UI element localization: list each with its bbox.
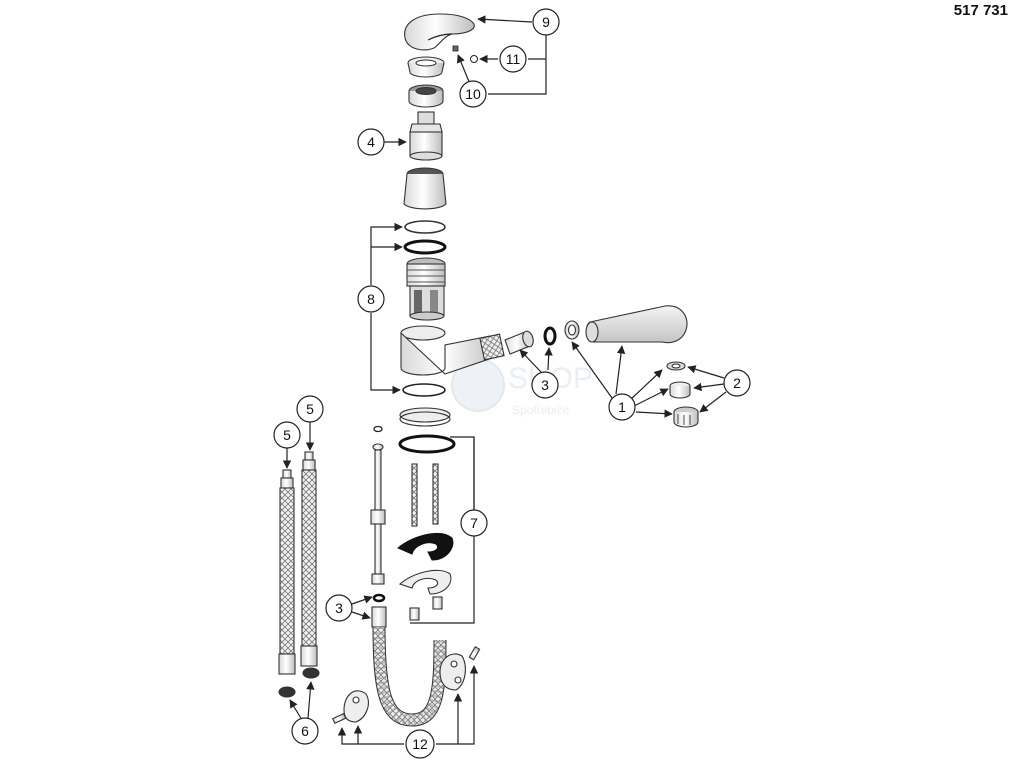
svg-text:6: 6 [301, 723, 309, 739]
handle-cap [470, 55, 478, 63]
svg-text:4: 4 [367, 134, 375, 150]
threaded-nut [408, 84, 444, 108]
svg-text:11: 11 [506, 51, 521, 67]
supply-hose-left [278, 469, 296, 698]
aerator-medium [669, 381, 691, 399]
callout-3-top: 3 [531, 371, 559, 399]
callout-6: 6 [291, 717, 319, 745]
hose-guide-left [331, 690, 369, 724]
callout-8: 8 [357, 285, 385, 313]
svg-text:7: 7 [470, 515, 478, 531]
washer-black [543, 326, 557, 346]
hose-connector [504, 330, 534, 355]
aerator-small [666, 361, 686, 371]
diverter-body [406, 257, 446, 321]
callout-11: 11 [499, 45, 527, 73]
handle-screw [452, 45, 459, 52]
callout-5-left: 5 [273, 421, 301, 449]
callout-7: 7 [460, 509, 488, 537]
aerator-large [673, 406, 699, 428]
flexible-spray-hose [371, 606, 447, 727]
part-number: 517 731 [953, 2, 1008, 19]
spray-head [585, 305, 688, 344]
fixing-plate-metal [398, 569, 452, 595]
svg-text:2: 2 [733, 375, 741, 391]
callout-12: 12 [405, 729, 435, 759]
threaded-rods [411, 463, 439, 527]
svg-text:9: 9 [542, 14, 550, 30]
supply-hose-right [300, 451, 320, 679]
svg-text:10: 10 [465, 86, 481, 102]
svg-text:5: 5 [306, 401, 314, 417]
cover-ring [407, 56, 445, 78]
callout-10: 10 [459, 80, 487, 108]
base-gasket [398, 434, 456, 454]
svg-text:3: 3 [335, 600, 343, 616]
o-ring-upper [404, 220, 446, 234]
cartridge [409, 111, 443, 161]
faucet-body [400, 325, 505, 376]
base-ring-thin [402, 383, 446, 397]
svg-text:5: 5 [283, 427, 291, 443]
callout-2: 2 [723, 369, 751, 397]
watermark-subtext: Spotřebiče [512, 403, 570, 417]
callout-9: 9 [532, 8, 560, 36]
callout-3-bottom: 3 [325, 594, 353, 622]
callout-1: 1 [608, 393, 636, 421]
fixing-plate-black [397, 533, 454, 561]
dome-cover [403, 167, 447, 210]
callout-4: 4 [357, 128, 385, 156]
fixing-nuts [409, 596, 443, 621]
lever-handle [404, 13, 475, 51]
leader-lines [282, 15, 727, 745]
watermark: SHOP Spotřebiče [451, 358, 593, 417]
svg-text:3: 3 [541, 377, 549, 393]
svg-text:12: 12 [412, 736, 428, 752]
base-ring-thick [399, 407, 451, 427]
svg-text:1: 1 [618, 399, 626, 415]
callout-5-right: 5 [296, 395, 324, 423]
small-o-ring [372, 593, 386, 603]
hose-guide-right [439, 646, 481, 691]
adapter-ring [564, 320, 580, 340]
supply-pipe [370, 425, 386, 585]
svg-text:8: 8 [367, 291, 375, 307]
o-ring-lower [403, 239, 447, 255]
